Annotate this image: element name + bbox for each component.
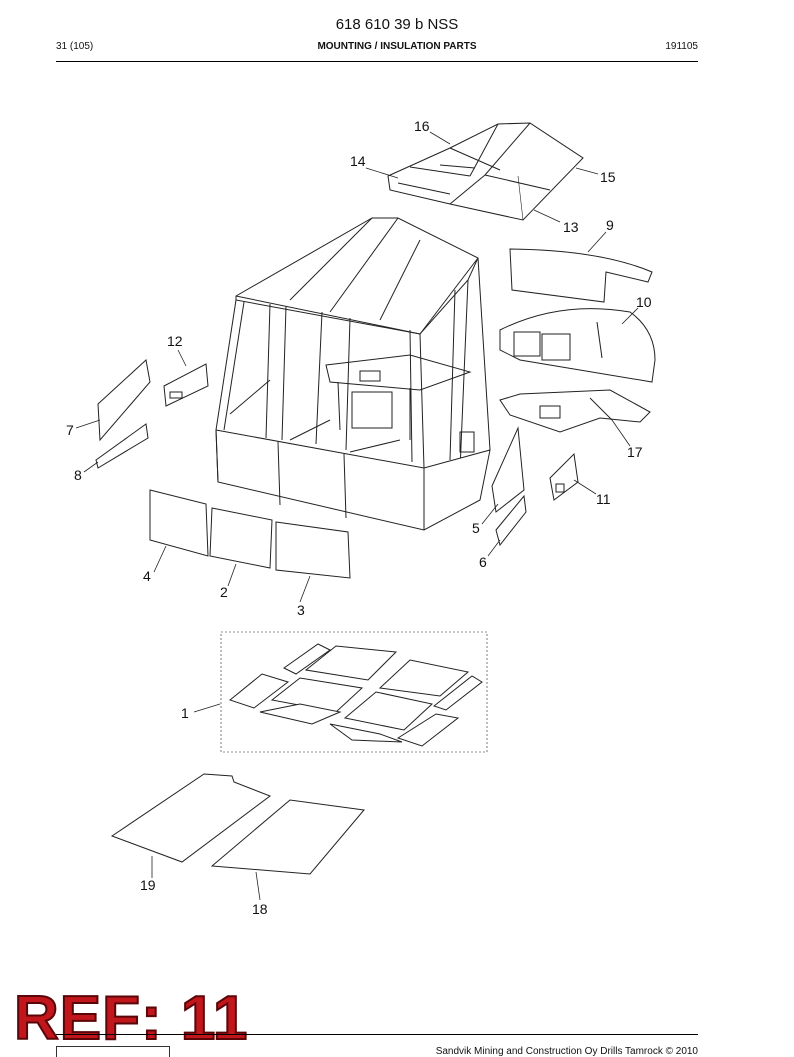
callout-2: 2 — [220, 584, 228, 600]
side-panels — [499, 248, 656, 433]
callout-13: 13 — [563, 219, 579, 235]
front-panels — [149, 489, 351, 579]
callout-19: 19 — [140, 877, 156, 893]
callout-15: 15 — [600, 169, 616, 185]
callout-3: 3 — [297, 602, 305, 618]
floor-mats — [110, 773, 365, 875]
callout-10: 10 — [636, 294, 652, 310]
footer-copyright: Sandvik Mining and Construction Oy Drill… — [435, 1046, 698, 1057]
leader-lines — [75, 131, 639, 901]
small-panels — [95, 359, 579, 547]
cab-body — [215, 217, 491, 531]
document-title: 618 610 39 b NSS — [335, 16, 459, 33]
callout-6: 6 — [479, 554, 487, 570]
sandvik-logo — [56, 1046, 170, 1057]
callout-4: 4 — [143, 568, 151, 584]
document-code: 191105 — [665, 41, 698, 52]
section-title: MOUNTING / INSULATION PARTS — [317, 41, 477, 52]
callout-7: 7 — [66, 422, 74, 438]
callout-11: 11 — [596, 491, 611, 507]
callout-14: 14 — [350, 153, 366, 169]
callout-8: 8 — [74, 467, 82, 483]
callout-17: 17 — [627, 444, 643, 460]
page-number: 31 (105) — [56, 41, 94, 52]
reference-stamp: REF: 11 — [13, 984, 249, 1053]
callout-9: 9 — [606, 217, 614, 233]
footer-rule — [56, 1034, 698, 1035]
header-rule — [56, 61, 698, 62]
callout-1: 1 — [181, 705, 189, 721]
floor-insulation-set — [220, 631, 488, 753]
roof-panels — [387, 122, 584, 221]
callout-12: 12 — [167, 333, 183, 349]
callout-16: 16 — [414, 118, 430, 134]
callout-18: 18 — [252, 901, 268, 917]
callout-5: 5 — [472, 520, 480, 536]
